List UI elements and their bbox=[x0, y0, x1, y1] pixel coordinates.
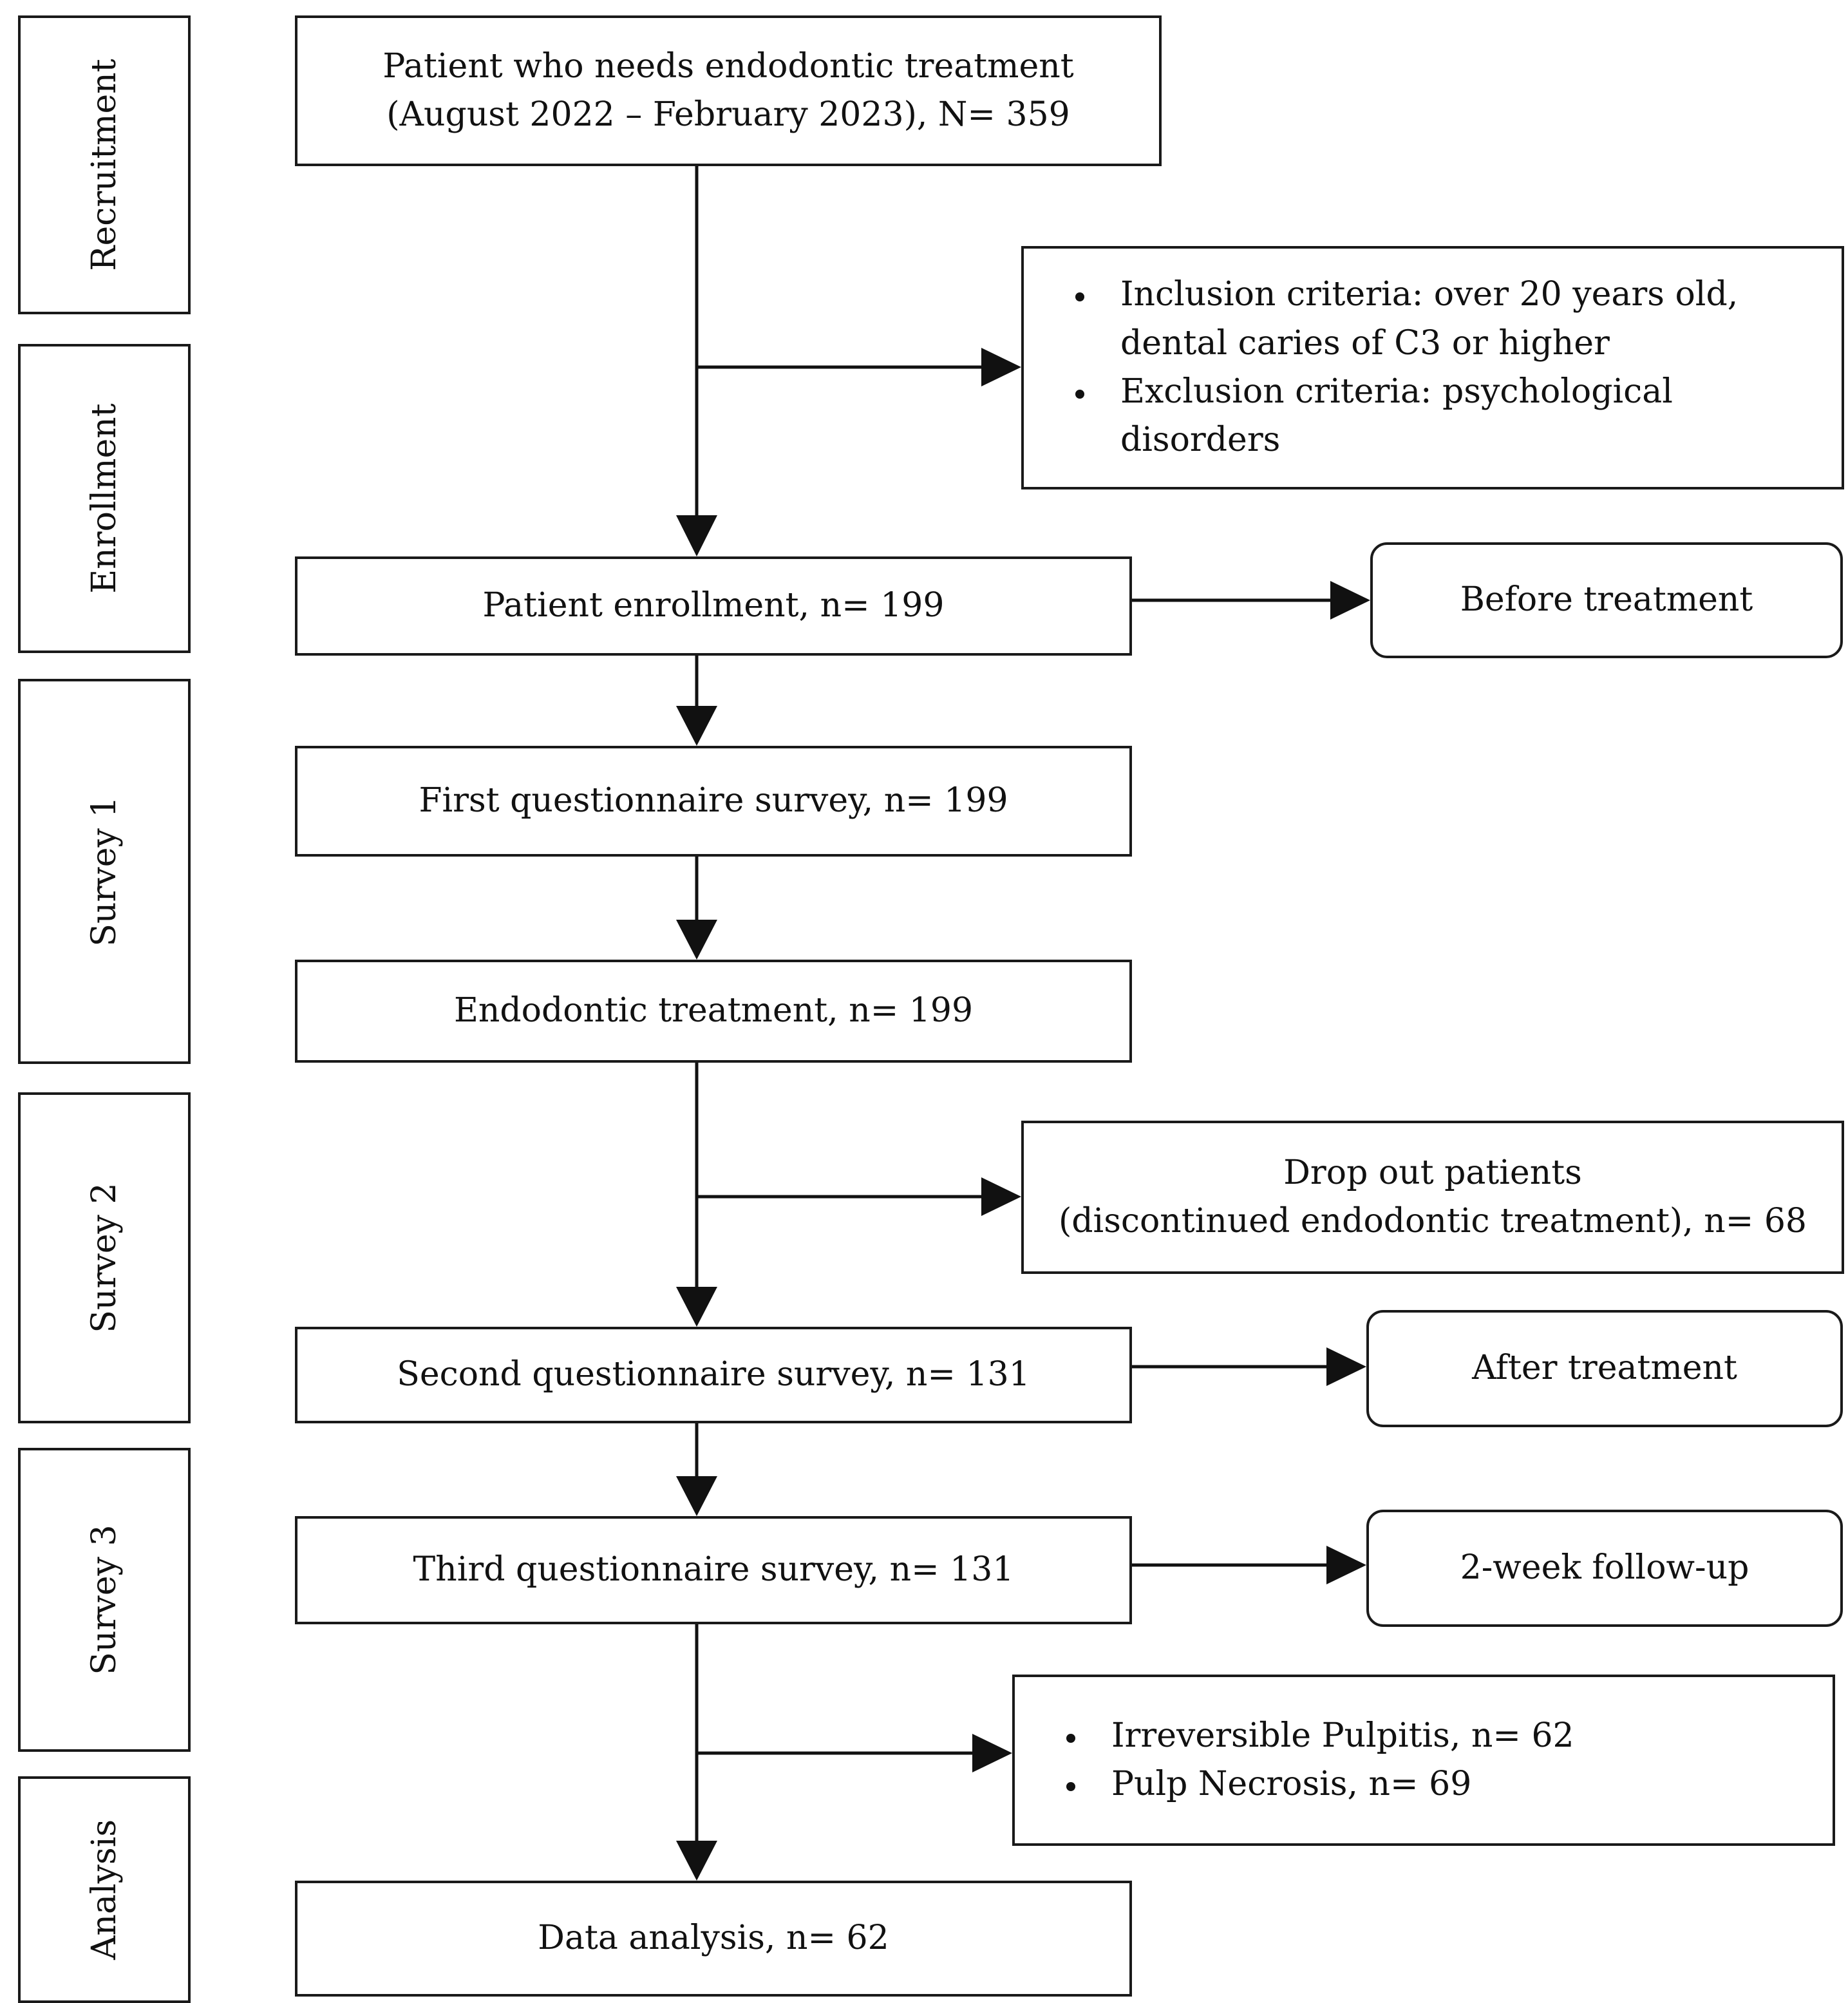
stage-enrollment: Enrollment bbox=[18, 344, 191, 653]
enrollment-box: Patient enrollment, n= 199 bbox=[295, 556, 1132, 656]
treatment-text: Endodontic treatment, n= 199 bbox=[453, 991, 974, 1030]
recruitment-box: Patient who needs endodontic treatment (… bbox=[295, 15, 1162, 166]
exclusion-criteria: Exclusion criteria: psychological disord… bbox=[1075, 368, 1784, 465]
followup-box: 2-week follow-up bbox=[1366, 1510, 1843, 1627]
analysis-box: Data analysis, n= 62 bbox=[295, 1881, 1132, 1997]
survey3-text: Third questionnaire survey, n= 131 bbox=[413, 1550, 1014, 1590]
inclusion-criteria: Inclusion criteria: over 20 years old, d… bbox=[1075, 271, 1784, 368]
before-treatment-box: Before treatment bbox=[1370, 542, 1843, 658]
survey1-text: First questionnaire survey, n= 199 bbox=[419, 781, 1008, 821]
stage-survey-3: Survey 3 bbox=[18, 1448, 191, 1752]
diagnosis-box: Irreversible Pulpitis, n= 62 Pulp Necros… bbox=[1012, 1675, 1835, 1846]
followup-text: 2-week follow-up bbox=[1460, 1548, 1749, 1588]
after-treatment-text: After treatment bbox=[1472, 1349, 1737, 1388]
dropout-line-2: (discontinued endodontic treatment), n= … bbox=[1058, 1202, 1807, 1240]
before-treatment-text: Before treatment bbox=[1460, 580, 1753, 620]
stage-survey-1: Survey 1 bbox=[18, 679, 191, 1064]
enrollment-text: Patient enrollment, n= 199 bbox=[482, 586, 945, 625]
criteria-box: Inclusion criteria: over 20 years old, d… bbox=[1021, 246, 1844, 489]
survey3-box: Third questionnaire survey, n= 131 bbox=[295, 1516, 1132, 1624]
analysis-text: Data analysis, n= 62 bbox=[538, 1919, 889, 1958]
dropout-box: Drop out patients (discontinued endodont… bbox=[1021, 1121, 1844, 1274]
stage-analysis: Analysis bbox=[18, 1776, 191, 2003]
after-treatment-box: After treatment bbox=[1366, 1310, 1843, 1427]
recruitment-line-1: Patient who needs endodontic treatment bbox=[382, 46, 1074, 86]
treatment-box: Endodontic treatment, n= 199 bbox=[295, 960, 1132, 1063]
stage-recruitment: Recruitment bbox=[18, 15, 191, 314]
diagnosis-list: Irreversible Pulpitis, n= 62 Pulp Necros… bbox=[1015, 1712, 1574, 1809]
criteria-list: Inclusion criteria: over 20 years old, d… bbox=[1024, 271, 1842, 465]
survey1-box: First questionnaire survey, n= 199 bbox=[295, 746, 1132, 857]
stage-survey-2: Survey 2 bbox=[18, 1092, 191, 1423]
diagnosis-pulp-necrosis: Pulp Necrosis, n= 69 bbox=[1066, 1760, 1574, 1808]
recruitment-line-2: (August 2022 – February 2023), N= 359 bbox=[386, 95, 1070, 134]
survey2-box: Second questionnaire survey, n= 131 bbox=[295, 1327, 1132, 1423]
survey2-text: Second questionnaire survey, n= 131 bbox=[397, 1355, 1030, 1394]
dropout-line-1: Drop out patients bbox=[1283, 1153, 1582, 1192]
diagnosis-irreversible-pulpitis: Irreversible Pulpitis, n= 62 bbox=[1066, 1712, 1574, 1760]
